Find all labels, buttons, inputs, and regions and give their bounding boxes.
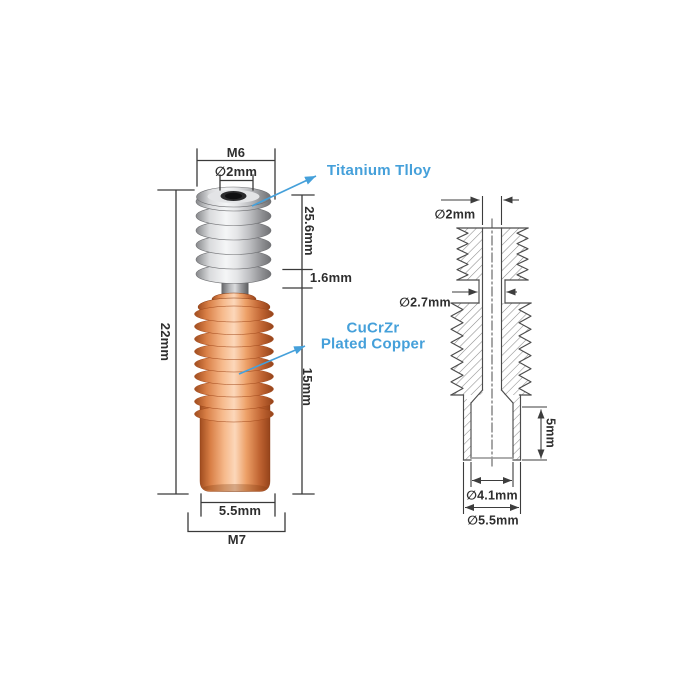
dim-label-m7: M7 bbox=[227, 532, 247, 548]
right-dimension-lines bbox=[441, 196, 547, 514]
dim-label-bore-2mm: ∅2mm bbox=[214, 164, 258, 180]
dim-label-22mm: 22mm bbox=[157, 322, 173, 362]
callout-titanium-alloy: Titanium Tlloy bbox=[326, 162, 432, 180]
callout-cucrzr-line2: Plated Copper bbox=[320, 335, 426, 352]
dim-label-15mm: 15mm bbox=[299, 367, 315, 407]
part-titanium-threads bbox=[195, 186, 272, 284]
callout-cucrzr-line1: CuCrZr bbox=[346, 319, 400, 337]
left-dimension-lines bbox=[157, 148, 315, 533]
rendered-part bbox=[194, 186, 274, 492]
section-label-2-7mm: ∅2.7mm bbox=[399, 295, 451, 310]
dim-label-5-5mm: 5.5mm bbox=[218, 503, 262, 519]
part-copper-threads bbox=[194, 305, 274, 423]
section-label-5mm: 5mm bbox=[543, 418, 558, 448]
section-label-5-5mm: ∅5.5mm bbox=[467, 513, 519, 528]
dim-label-1-6mm: 1.6mm bbox=[309, 270, 353, 286]
section-drawing bbox=[441, 196, 547, 514]
callout-arrow-titanium bbox=[251, 175, 317, 207]
callout-arrow-copper bbox=[238, 345, 306, 375]
section-label-4-1mm: ∅4.1mm bbox=[466, 488, 518, 503]
dim-label-m6: M6 bbox=[226, 145, 246, 161]
part-copper-section bbox=[194, 292, 274, 492]
dim-label-25-6mm: 25.6mm bbox=[301, 206, 317, 256]
part-copper-cylinder bbox=[199, 404, 271, 492]
section-label-bore-2mm: ∅2mm bbox=[434, 207, 476, 222]
callout-cucrzr-copper: CuCrZr Plated Copper bbox=[321, 320, 425, 352]
